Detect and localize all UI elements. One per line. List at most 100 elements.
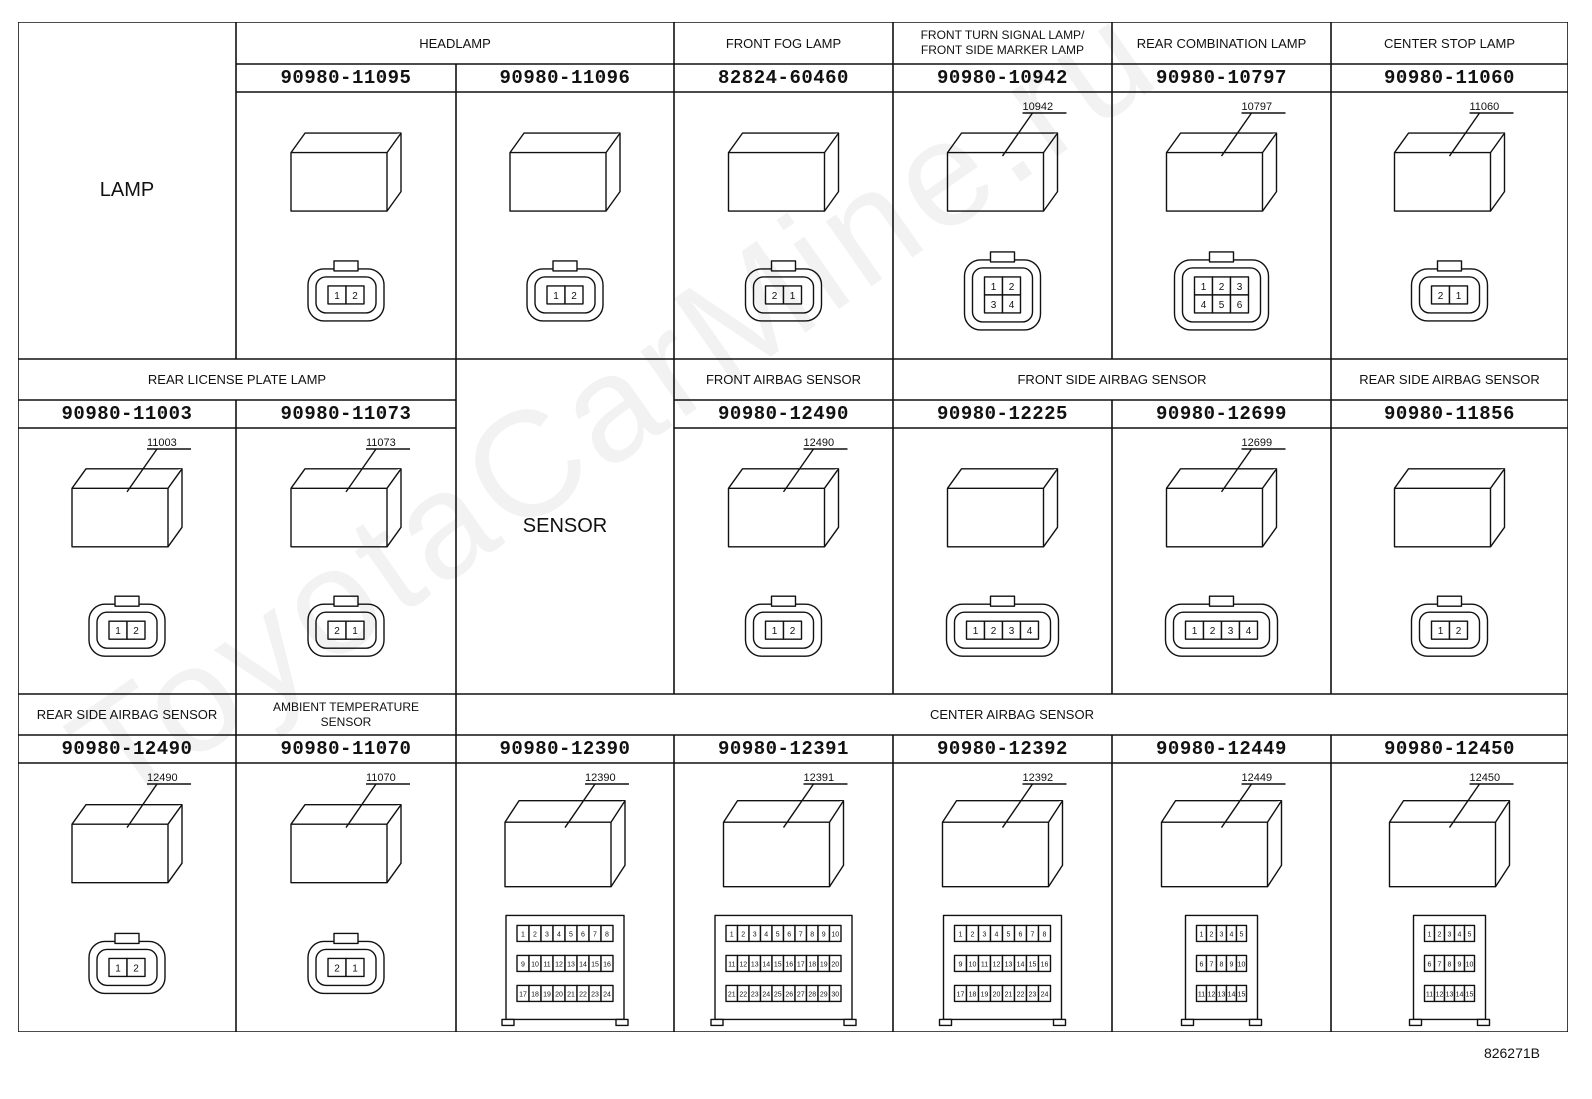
pin-number: 10 — [1238, 961, 1246, 968]
part-number: 90980-12391 — [718, 738, 849, 760]
pin-number: 19 — [543, 991, 551, 998]
pin-number: 2 — [133, 626, 139, 637]
pin-number: 10 — [531, 961, 539, 968]
pin-number: 9 — [822, 931, 826, 938]
pin-number: 4 — [995, 931, 999, 938]
pin-number: 17 — [519, 991, 527, 998]
pin-number: 9 — [1458, 961, 1462, 968]
group-title-front-airbag-sensor: FRONT AIRBAG SENSOR — [705, 372, 862, 387]
pin-number: 5 — [1240, 931, 1244, 938]
pin-number: 1 — [1438, 626, 1444, 637]
pin-number: 22 — [739, 991, 747, 998]
pin-number: 11 — [981, 961, 988, 968]
pin-number: 4 — [764, 931, 768, 938]
part-number: 90980-10942 — [937, 67, 1068, 89]
pin-number: 1 — [352, 626, 358, 637]
pin-number: 12 — [739, 961, 747, 968]
pin-number: 7 — [1438, 961, 1442, 968]
pin-number: 7 — [593, 931, 597, 938]
pin-number: 18 — [969, 991, 977, 998]
connector-chart: LAMP HEADLAMP FRONT FOG LAMP FRONT TURN … — [18, 22, 1568, 1032]
pin-number: 16 — [785, 961, 793, 968]
pin-number: 30 — [831, 991, 839, 998]
pin-number: 25 — [774, 991, 782, 998]
pin-number: 4 — [1230, 931, 1234, 938]
pin-number: 21 — [728, 991, 736, 998]
pin-number: 7 — [1210, 961, 1214, 968]
callout-label: 12392 — [1023, 772, 1054, 784]
pin-number: 2 — [790, 626, 796, 637]
callout-label: 12390 — [585, 772, 616, 784]
pin-number: 10 — [831, 931, 839, 938]
part-number: 90980-11095 — [280, 67, 412, 89]
pin-number: 12 — [993, 961, 1001, 968]
pin-number: 9 — [1230, 961, 1234, 968]
pin-number: 15 — [1238, 991, 1246, 998]
pin-number: 1 — [1200, 931, 1204, 938]
pin-number: 5 — [1007, 931, 1011, 938]
group-title-center-airbag-sensor: CENTER AIRBAG SENSOR — [930, 707, 1094, 722]
part-number: 90980-12449 — [1156, 738, 1287, 760]
pin-number: 5 — [569, 931, 573, 938]
pin-number: 20 — [831, 961, 839, 968]
pin-number: 1 — [115, 963, 121, 974]
pin-number: 6 — [1237, 300, 1243, 311]
group-title-rear-license-plate-lamp: REAR LICENSE PLATE LAMP — [147, 372, 327, 387]
group-title-rear-combination-lamp: REAR COMBINATION LAMP — [1136, 35, 1307, 51]
callout-label: 10942 — [1023, 101, 1054, 113]
callout-label: 11070 — [366, 772, 396, 784]
pin-number: 11 — [728, 961, 735, 968]
pin-number: 11 — [1426, 991, 1433, 998]
pin-number: 2 — [1009, 282, 1015, 293]
pin-number: 23 — [751, 991, 759, 998]
pin-number: 5 — [1468, 931, 1472, 938]
pin-number: 3 — [1228, 626, 1234, 637]
pin-number: 16 — [603, 961, 611, 968]
pin-number: 19 — [981, 991, 989, 998]
part-number: 90980-12390 — [499, 738, 631, 760]
pin-number: 8 — [810, 931, 814, 938]
pin-number: 4 — [557, 931, 561, 938]
part-number: 82824-60460 — [718, 67, 849, 89]
part-number: 90980-11003 — [61, 403, 193, 425]
callout-label: 11060 — [1470, 101, 1500, 113]
pin-number: 2 — [1456, 626, 1462, 637]
pin-number: 14 — [1456, 991, 1464, 998]
pin-number: 2 — [991, 626, 997, 637]
group-title-center-stop-lamp: CENTER STOP LAMP — [1384, 35, 1515, 51]
pin-number: 24 — [762, 991, 770, 998]
pin-number: 8 — [1220, 961, 1224, 968]
pin-number: 2 — [133, 963, 139, 974]
pin-number: 4 — [1246, 626, 1252, 637]
pin-number: 3 — [991, 300, 997, 311]
pin-number: 2 — [352, 291, 358, 302]
callout-label: 12699 — [1242, 437, 1273, 449]
pin-number: 4 — [1201, 300, 1207, 311]
pin-number: 1 — [730, 931, 734, 938]
pin-number: 20 — [555, 991, 563, 998]
pin-number: 3 — [1009, 626, 1015, 637]
part-number: 90980-11856 — [1384, 403, 1515, 425]
pin-number: 3 — [545, 931, 549, 938]
pin-number: 7 — [799, 931, 803, 938]
pin-number: 8 — [605, 931, 609, 938]
pin-number: 1 — [790, 291, 796, 302]
pin-number: 3 — [753, 931, 757, 938]
callout-label: 11003 — [147, 437, 177, 449]
pin-number: 5 — [776, 931, 780, 938]
category-lamp: LAMP — [99, 179, 155, 201]
callout-label: 12391 — [804, 772, 835, 784]
pin-number: 1 — [1192, 626, 1198, 637]
pin-number: 2 — [1210, 931, 1214, 938]
pin-number: 23 — [1029, 991, 1037, 998]
pin-number: 6 — [1428, 961, 1432, 968]
